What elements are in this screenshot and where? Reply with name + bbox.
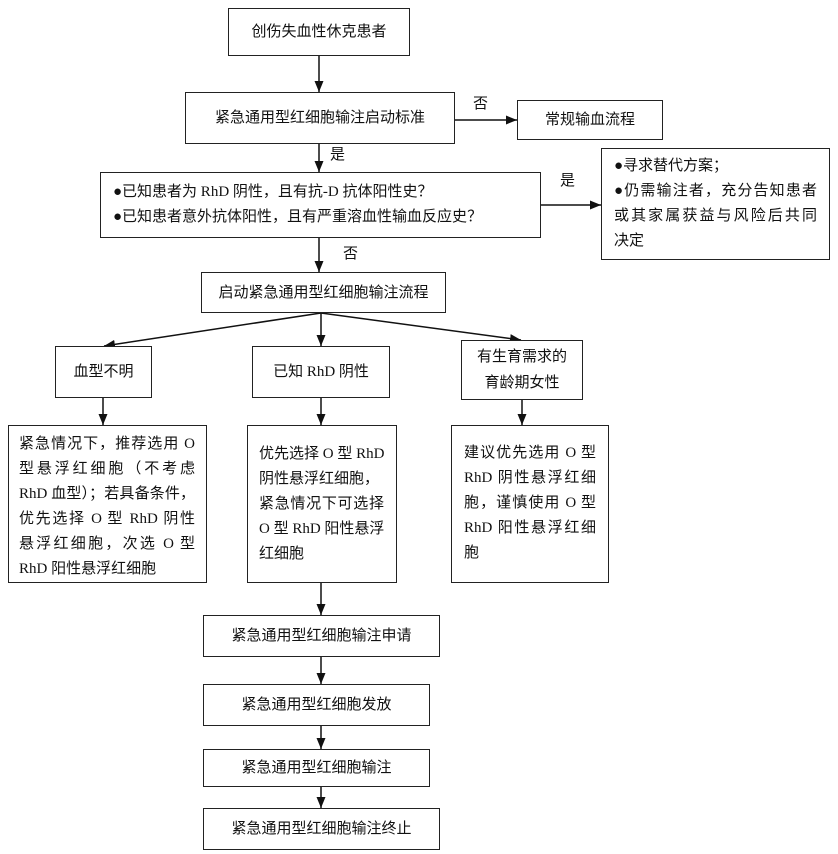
node-rhd-negative-advice-line-4: O 型 RhD 阳性悬浮 — [259, 521, 385, 537]
arrow-launch-to-female — [320, 312, 522, 343]
node-dispense-text: 紧急通用型红细胞发放 — [241, 697, 392, 713]
node-female-line-2: 育龄期女性 — [484, 375, 560, 391]
node-launch-text: 启动紧急通用型红细胞输注流程 — [218, 284, 429, 301]
node-alternative: ●寻求替代方案； ●仍需输注者，充分告知患者 或其家属获益与风险后共同 决定 — [601, 148, 830, 260]
node-terminate: 紧急通用型红细胞输注终止 — [203, 808, 440, 850]
node-start-text: 创伤失血性休克患者 — [251, 24, 387, 40]
edge-label-check-yes: 是 — [560, 173, 576, 189]
node-routine: 常规输血流程 — [517, 100, 663, 140]
node-apply: 紧急通用型红细胞输注申请 — [203, 615, 440, 657]
node-unknown-type-advice-line-1: 紧急情况下，推荐选用 O — [19, 436, 195, 452]
node-terminate-text: 紧急通用型红细胞输注终止 — [231, 821, 412, 837]
node-female-advice-line-2: RhD 阴性悬浮红细 — [464, 470, 596, 486]
node-rhd-negative-advice-line-1: 优先选择 O 型 RhD — [259, 446, 385, 462]
node-apply-text: 紧急通用型红细胞输注申请 — [231, 628, 412, 644]
node-criteria-text: 紧急通用型红细胞输注启动标准 — [214, 110, 425, 126]
edge-label-criteria-yes: 是 — [330, 147, 346, 163]
node-rhd-negative-advice-line-3: 紧急情况下可选择 — [259, 496, 384, 512]
node-female-advice-line-4: RhD 阳性悬浮红细 — [464, 520, 596, 536]
node-rhd-negative: 已知 RhD 阴性 — [252, 346, 390, 398]
node-alternative-line-3: 或其家属获益与风险后共同 — [614, 208, 817, 224]
node-criteria: 紧急通用型红细胞输注启动标准 — [185, 92, 455, 144]
node-unknown-type: 血型不明 — [55, 346, 152, 398]
node-rhd-negative-advice: 优先选择 O 型 RhD 阴性悬浮红细胞， 紧急情况下可选择 O 型 RhD 阳… — [247, 425, 397, 583]
node-routine-text: 常规输血流程 — [544, 112, 635, 128]
node-unknown-type-advice: 紧急情况下，推荐选用 O 型悬浮红细胞（不考虑 RhD 血型）；若具备条件， 优… — [8, 425, 207, 583]
node-rhd-negative-advice-line-2: 阴性悬浮红细胞， — [259, 471, 380, 487]
node-unknown-type-advice-line-4: 优先选择 O 型 RhD 阴性 — [19, 511, 195, 527]
node-unknown-type-advice-line-2: 型悬浮红细胞（不考虑 — [19, 461, 195, 477]
node-female-advice: 建议优先选用 O 型 RhD 阴性悬浮红细 胞，谨慎使用 O 型 RhD 阳性悬… — [451, 425, 609, 583]
node-female-line-1: 有生育需求的 — [476, 349, 567, 365]
node-rhd-negative-advice-line-5: 红细胞 — [259, 546, 305, 562]
node-check-line-1: ●已知患者为 RhD 阴性，且有抗-D 抗体阳性史？ — [113, 184, 433, 200]
node-check: ●已知患者为 RhD 阴性，且有抗-D 抗体阳性史？ ●已知患者意外抗体阳性，且… — [100, 172, 541, 238]
node-unknown-type-advice-line-5: 悬浮红细胞，次选 O 型 — [19, 536, 195, 552]
node-start: 创伤失血性休克患者 — [228, 8, 410, 56]
node-transfuse: 紧急通用型红细胞输注 — [203, 749, 430, 787]
node-female-advice-line-1: 建议优先选用 O 型 — [464, 445, 596, 461]
node-female-advice-line-5: 胞 — [464, 545, 480, 561]
node-check-line-2: ●已知患者意外抗体阳性，且有严重溶血性输血反应史？ — [113, 209, 483, 225]
node-alternative-line-4: 决定 — [614, 233, 645, 249]
node-launch: 启动紧急通用型红细胞输注流程 — [201, 272, 446, 313]
node-rhd-negative-text: 已知 RhD 阴性 — [273, 364, 369, 380]
node-unknown-type-advice-line-6: RhD 阳性悬浮红细胞 — [19, 561, 157, 577]
edge-label-criteria-no: 否 — [473, 96, 489, 112]
node-alternative-line-2: ●仍需输注者，充分告知患者 — [614, 183, 817, 199]
node-alternative-line-1: ●寻求替代方案； — [614, 158, 729, 174]
node-female: 有生育需求的 育龄期女性 — [461, 340, 583, 400]
node-dispense: 紧急通用型红细胞发放 — [203, 684, 430, 726]
node-female-advice-line-3: 胞，谨慎使用 O 型 — [464, 495, 596, 511]
node-transfuse-text: 紧急通用型红细胞输注 — [241, 760, 392, 776]
node-unknown-type-advice-line-3: RhD 血型）；若具备条件， — [19, 486, 195, 502]
edge-label-check-no: 否 — [343, 246, 359, 262]
node-unknown-type-text: 血型不明 — [73, 364, 134, 380]
arrow-launch-to-unknown-type — [103, 312, 322, 349]
